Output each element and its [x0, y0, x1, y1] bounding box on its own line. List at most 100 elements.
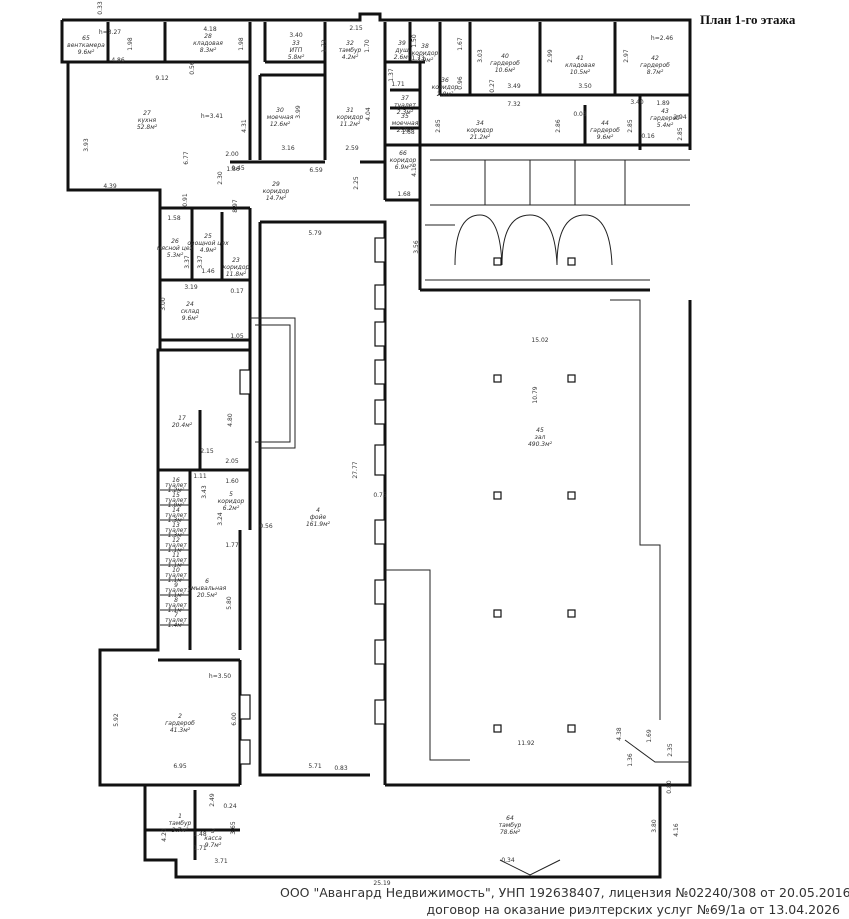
dimension-86: 4.38 [616, 727, 623, 741]
room-27-label-0: 27 [143, 110, 151, 117]
room-38-label-0: 38 [421, 43, 429, 50]
room-65-label-2: 9.6м² [78, 49, 95, 56]
room-31-label-0: 31 [346, 107, 354, 114]
room-33-label-0: 33 [292, 40, 300, 47]
dimension-16: 2.99 [547, 49, 554, 63]
room-42-label-1: гардероб [640, 62, 670, 69]
room-28-label-0: 28 [204, 33, 212, 40]
room-26-label-0: 26 [171, 238, 179, 245]
room-65-label-1: венткамера [67, 42, 105, 49]
dimension-59: 5.79 [308, 230, 322, 237]
dimension-7: 0.56 [189, 61, 196, 75]
room-23-label-2: 11.8м² [226, 271, 247, 278]
room-5-label-0: 5 [229, 491, 233, 498]
toilet-16-name: туалет [165, 482, 187, 489]
room-4-label-0: 4 [316, 507, 320, 514]
dimension-43: 2.85 [627, 119, 634, 133]
room-33-label-2: 5.8м² [288, 54, 305, 61]
dimension-96: 1.71 [193, 845, 207, 852]
interior-walls [62, 22, 690, 876]
dimension-92: 0.24 [223, 803, 237, 810]
dimension-21: 0.96 [457, 76, 464, 90]
outer-walls [60, 12, 692, 879]
room-27-label-1: кухня [138, 117, 157, 124]
dimension-99: 4.16 [673, 823, 680, 837]
dimension-63: 3.00 [160, 297, 167, 311]
dimension-6: 9.12 [155, 75, 169, 82]
toilet-11-name: туалет [165, 557, 187, 564]
room-30-label-2: 12.6м² [270, 121, 291, 128]
room-23-label-1: коридор [223, 264, 250, 271]
room-36-label-1: коридор [432, 84, 459, 91]
dimension-73: 3.24 [217, 512, 224, 526]
toilet-14-name: туалет [165, 512, 187, 519]
room-44-label-2: 9.6м² [597, 134, 614, 141]
dimension-89: 1.36 [627, 753, 634, 767]
dimension-84: 0.83 [334, 765, 348, 772]
room-34-label-1: коридор [467, 127, 494, 134]
room-43-label-0: 43 [661, 108, 669, 115]
dimension-52: 1.68 [397, 191, 411, 198]
toilet-16-num: 16 [172, 477, 180, 484]
dimension-20: 1.71 [391, 81, 405, 88]
room-45-label-1: зал [535, 434, 546, 441]
dimension-33: 3.99 [295, 105, 302, 119]
room-44-label-1: гардероб [590, 127, 620, 134]
room-38-label-2: 3.9м² [417, 57, 434, 64]
room-4-label-1: фойе [310, 514, 327, 521]
dimension-74: 27.77 [352, 461, 359, 478]
toilet-15-name: туалет [165, 497, 187, 504]
dimension-23: 3.49 [507, 83, 521, 90]
toilet-7-num: 7 [174, 612, 178, 619]
dimension-87: 1.69 [646, 729, 653, 743]
room-42-label-0: 42 [651, 55, 659, 62]
room-39-label-2: 2.6м² [394, 54, 411, 61]
dimension-70: 1.11 [193, 473, 207, 480]
room-40-label-1: гардероб [490, 60, 520, 67]
toilet-13-area: 1.3м² [168, 532, 185, 539]
room-31-label-1: коридор [337, 114, 364, 121]
room-45-label-2: 490.3м² [528, 441, 553, 448]
dimension-60: 3.56 [413, 240, 420, 254]
dimension-39: 2.85 [435, 119, 442, 133]
dimension-28: 2.94 [673, 114, 687, 121]
dimension-2: 1.98 [127, 37, 134, 51]
room-26-label-2: 5.3м² [167, 252, 184, 259]
dimension-10: 2.15 [349, 25, 363, 32]
hall-columns [493, 257, 576, 733]
room-23-label-0: 23 [232, 257, 240, 264]
dimension-50: 2.25 [353, 176, 360, 190]
dimension-88: 2.35 [667, 743, 674, 757]
room-2-label-0: 2 [178, 713, 182, 720]
room-36-label-0: 36 [441, 77, 449, 84]
footer-line-2: договор на оказание риэлтерских услуг №6… [426, 902, 840, 917]
toilet-12-name: туалет [165, 542, 187, 549]
dimension-4: 1.98 [238, 37, 245, 51]
toilet-8-area: 1.1м² [168, 607, 185, 614]
dimension-71: 1.60 [225, 478, 239, 485]
room-37-label-0: 37 [401, 95, 409, 102]
room-30-label-0: 30 [276, 107, 284, 114]
room-36-label-2: 2.0м² [437, 91, 454, 98]
footer-line-1: ООО "Авангард Недвижимость", УНП 1926384… [280, 885, 849, 900]
room-6-label-0: 6 [205, 578, 209, 585]
toilet-11-num: 11 [172, 552, 180, 559]
foyer-pilasters [239, 237, 386, 765]
dimension-75: 0.75 [373, 492, 387, 499]
room-6-label-2: 20.5м² [197, 592, 218, 599]
room-44-label-0: 44 [601, 120, 609, 127]
room-3-label-2: 9.7м² [205, 842, 222, 849]
room-2-label-1: гардероб [165, 720, 195, 727]
toilet-9-num: 9 [174, 582, 178, 589]
dimension-labels: 0.33h=3.271.984.181.984.869.120.563.401.… [83, 1, 687, 887]
plan-title: План 1-го этажа [700, 12, 796, 27]
room-1-label-2: 3.7м² [172, 827, 189, 834]
dimension-11: 1.70 [364, 39, 371, 53]
room-28-label-1: кладовая [193, 40, 223, 47]
room-39-label-0: 39 [398, 40, 406, 47]
dimension-58: 1.46 [201, 268, 215, 275]
room-29-label-0: 29 [272, 181, 280, 188]
dimension-57: 3.37 [197, 255, 204, 269]
dimension-22: 0.27 [489, 79, 496, 93]
room-29-label-1: коридор [263, 188, 290, 195]
